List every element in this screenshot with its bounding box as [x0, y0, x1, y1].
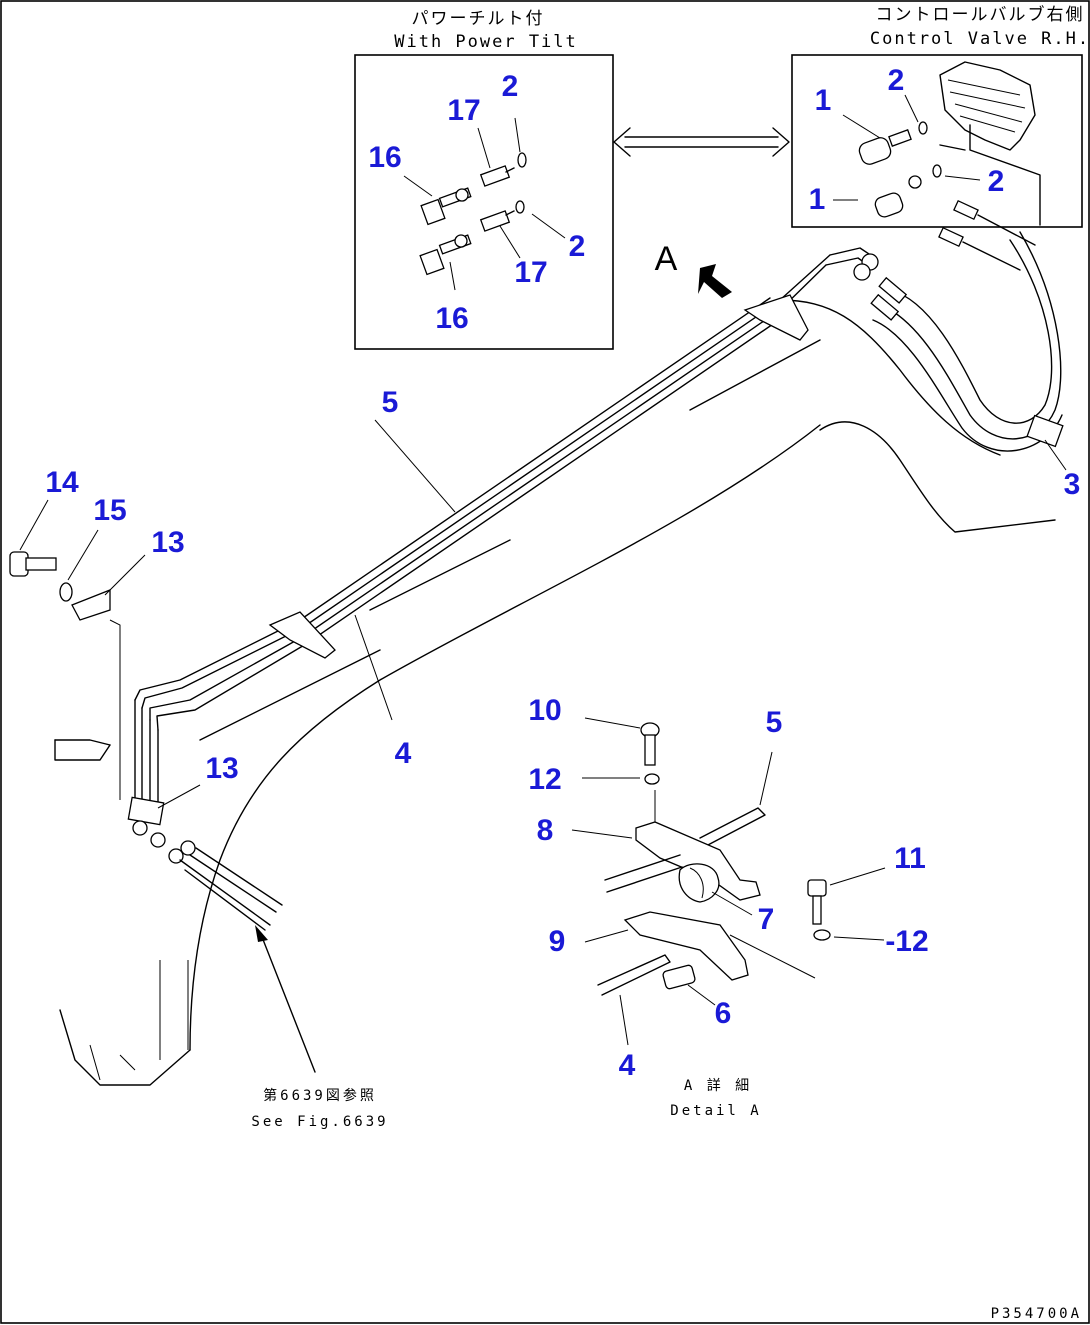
caption-detail-en: Detail A [670, 1103, 761, 1119]
drawing-code: P354700A [991, 1306, 1082, 1322]
callout-2: 2 [502, 70, 519, 103]
caption-control-valve-en: Control Valve R.H. [870, 29, 1090, 49]
callout-2: 2 [988, 165, 1005, 198]
callout-5: 5 [766, 706, 783, 739]
detail-a: 10 5 12 8 11 7 9 -12 6 4 A 詳 細 Detail A [528, 694, 928, 1119]
caption-power-tilt-jp: パワーチルト付 [412, 9, 545, 29]
elbow-1-upper [858, 129, 912, 165]
callout-8: 8 [537, 814, 554, 847]
callout-16: 16 [435, 302, 468, 335]
clamp-hardware-top-left [9, 499, 201, 809]
fitting-17-upper [479, 165, 515, 187]
o-ring-2-upper [517, 152, 527, 168]
callout-9: 9 [549, 925, 566, 958]
view-arrow-icon [698, 264, 732, 298]
callout-4: 4 [395, 737, 412, 770]
double-arrow-icon [613, 127, 790, 157]
callout-1: 1 [815, 84, 832, 117]
fitting-16-lower [419, 234, 472, 276]
inset-box-power-tilt [354, 54, 614, 350]
caption-power-tilt-en: With Power Tilt [394, 32, 578, 52]
callout-13: 13 [205, 752, 238, 785]
inset-power-tilt: パワーチルト付 With Power Tilt 2 [354, 9, 614, 350]
callout-13: 13 [151, 526, 184, 559]
inset-control-valve: コントロールバルブ右側 Control Valve R.H. 1 2 [791, 4, 1090, 271]
callout-minus-12: -12 [885, 925, 928, 958]
caption-see-fig-jp: 第6639図参照 [263, 1087, 377, 1104]
callout-17: 17 [447, 94, 480, 127]
callout-2: 2 [569, 230, 586, 263]
hose-ends [938, 199, 1036, 271]
inset-box-control-valve [791, 54, 1083, 228]
hoses-3 [870, 231, 1067, 471]
boom-outline [54, 299, 1056, 1086]
callout-10: 10 [528, 694, 561, 727]
callout-11: 11 [894, 842, 926, 875]
callout-17: 17 [514, 256, 547, 289]
callout-5: 5 [382, 386, 399, 419]
caption-detail-jp: A 詳 細 [684, 1078, 752, 1094]
caption-control-valve-jp: コントロールバルブ右側 [876, 4, 1085, 25]
caption-see-fig-en: See Fig.6639 [251, 1114, 388, 1130]
callout-7: 7 [758, 903, 775, 936]
reference-arrow [255, 925, 316, 1073]
callout-4: 4 [619, 1049, 636, 1082]
callout-16: 16 [368, 141, 401, 174]
o-ring-2-lower [515, 200, 525, 214]
callout-12: 12 [528, 763, 561, 796]
view-marker-a: A [655, 240, 678, 278]
fitting-17-lower [479, 210, 515, 232]
callout-1: 1 [809, 183, 826, 216]
callout-3: 3 [1064, 468, 1081, 501]
callout-6: 6 [715, 997, 732, 1030]
callout-2: 2 [888, 64, 905, 97]
fitting-16-upper [420, 187, 472, 226]
callout-14: 14 [45, 466, 79, 499]
callout-15: 15 [93, 494, 126, 527]
elbow-1-lower [874, 175, 922, 218]
pipes-4-5 [127, 247, 879, 931]
